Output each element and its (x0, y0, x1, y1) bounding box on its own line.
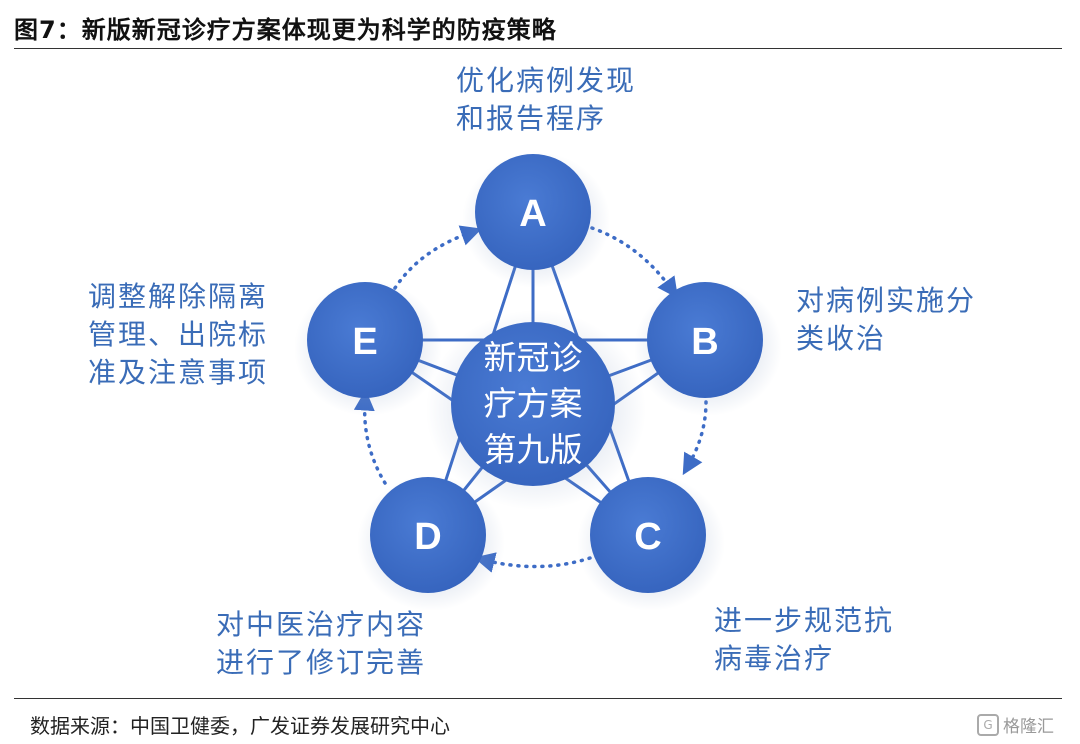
figure-title: 图7：新版新冠诊疗方案体现更为科学的防疫策略 (14, 16, 557, 44)
watermark-logo-icon: G (977, 713, 999, 736)
label-a-line-2: 和报告程序 (456, 102, 607, 135)
label-d: 对中医治疗内容 进行了修订完善 (216, 606, 426, 682)
node-d-letter: D (414, 516, 441, 558)
node-c (590, 477, 706, 593)
label-e-line-2: 管理、出院标 (88, 318, 269, 351)
arrow-b-to-c (682, 400, 708, 476)
node-b-letter: B (691, 321, 718, 363)
center-circle (451, 322, 615, 486)
node-e (307, 282, 423, 398)
label-b-line-1: 对病例实施分 (796, 284, 977, 317)
label-b: 对病例实施分 类收治 (796, 282, 976, 358)
label-c-line-2: 病毒治疗 (714, 642, 835, 675)
bottom-rule (14, 698, 1062, 699)
node-d (370, 477, 486, 593)
source-note: 数据来源：中国卫健委，广发证券发展研究中心 (30, 714, 450, 738)
watermark-text: 格隆汇 (1003, 717, 1054, 737)
label-d-line-1: 对中医治疗内容 (216, 608, 427, 641)
label-e-line-3: 准及注意事项 (88, 356, 269, 389)
node-e-letter: E (352, 321, 377, 363)
center-line-2: 疗方案 (484, 384, 583, 423)
node-a-letter: A (519, 193, 546, 235)
node-c-letter: C (634, 516, 661, 558)
label-a-line-1: 优化病例发现 (456, 64, 637, 97)
label-a: 优化病例发现 和报告程序 (456, 62, 636, 138)
arrow-e-to-a (393, 225, 482, 290)
label-c: 进一步规范抗 病毒治疗 (714, 602, 894, 678)
label-e: 调整解除隔离 管理、出院标 准及注意事项 (88, 278, 268, 392)
label-b-line-2: 类收治 (796, 322, 887, 355)
top-rule (14, 48, 1062, 49)
node-b (647, 282, 763, 398)
center-line-3: 第九版 (484, 430, 583, 469)
arrow-d-to-e (353, 389, 387, 485)
label-d-line-2: 进行了修订完善 (216, 646, 427, 679)
label-e-line-1: 调整解除隔离 (88, 280, 269, 313)
label-c-line-1: 进一步规范抗 (714, 604, 895, 637)
node-a (475, 154, 591, 270)
center-line-1: 新冠诊 (484, 338, 583, 377)
watermark: G 格隆汇 (977, 712, 1054, 737)
